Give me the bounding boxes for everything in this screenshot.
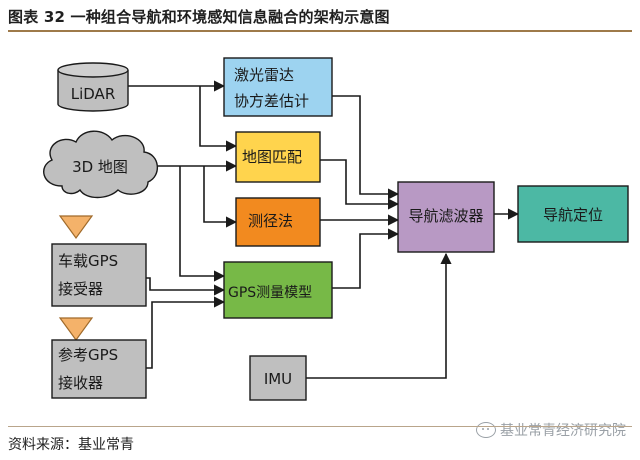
- edge-map-to-gps-model: [179, 166, 226, 282]
- gps-model-box: [223, 261, 333, 319]
- nav-position-label: 导航定位: [543, 206, 603, 224]
- lidar-cylinder-top: [57, 62, 129, 78]
- ranging-label: 测径法: [248, 212, 293, 230]
- nav-filter-label: 导航滤波器: [408, 207, 483, 225]
- reference-gps-antenna-icon: [58, 317, 94, 342]
- edge-vehicle-gps-to-gps-model: [146, 277, 226, 296]
- lidar-estimation-label-line1: 激光雷达: [234, 66, 294, 84]
- edge-lidar-to-map-match: [199, 86, 238, 152]
- map-matching-box: [235, 131, 321, 183]
- lidar-estimation-label-line2: 协方差估计: [234, 92, 309, 110]
- lidar-estimation-box: [223, 57, 333, 117]
- vehicle-gps-label-line2: 接受器: [58, 280, 103, 298]
- connectors: [128, 80, 520, 379]
- lidar-estimation-node: 激光雷达 协方差估计: [223, 57, 333, 117]
- ranging-node: 测径法: [235, 197, 321, 247]
- nav-filter-node: 导航滤波器: [397, 181, 495, 253]
- ranging-box: [235, 197, 321, 247]
- vehicle-gps-antenna-icon: [58, 215, 94, 240]
- lidar-cylinder-body: [57, 70, 129, 112]
- lidar-label: LiDAR: [71, 85, 116, 103]
- imu-node: IMU: [249, 355, 307, 401]
- imu-label: IMU: [264, 370, 292, 388]
- reference-gps-node: 参考GPS 接收器: [51, 317, 147, 399]
- source-rule: [8, 426, 632, 427]
- edge-imu-to-filter: [306, 252, 452, 379]
- nav-filter-box: [397, 181, 495, 253]
- vehicle-gps-box: [51, 243, 147, 307]
- figure-title: 图表 32 一种组合导航和环境感知信息融合的架构示意图: [8, 8, 390, 26]
- vehicle-gps-node: 车载GPS 接受器: [51, 215, 147, 307]
- map3d-cloud-shape: [43, 130, 158, 199]
- map3d-label: 3D 地图: [72, 158, 128, 176]
- vehicle-gps-label-line1: 车载GPS: [58, 252, 118, 270]
- nav-position-node: 导航定位: [517, 185, 629, 243]
- imu-box: [249, 355, 307, 401]
- wechat-icon: [476, 422, 496, 438]
- title-rule: [8, 30, 632, 32]
- reference-gps-box: [51, 339, 147, 399]
- edge-map-to-ranging: [203, 166, 238, 228]
- map-matching-label: 地图匹配: [242, 148, 302, 166]
- watermark: 基业常青经济研究院: [476, 420, 626, 440]
- nav-position-box: [517, 185, 629, 243]
- watermark-text: 基业常青经济研究院: [500, 423, 626, 439]
- reference-gps-label-line1: 参考GPS: [58, 346, 118, 364]
- map-matching-node: 地图匹配: [235, 131, 321, 183]
- gps-model-label: GPS测量模型: [228, 285, 312, 301]
- reference-gps-label-line2: 接收器: [58, 374, 103, 392]
- edge-lidar-est-to-filter: [332, 95, 400, 200]
- map3d-node: 3D 地图: [43, 130, 158, 199]
- edge-map-match-to-filter: [320, 159, 400, 210]
- lidar-node: LiDAR: [57, 62, 129, 112]
- source-note: 资料来源：基业常青: [8, 437, 134, 453]
- edge-gps-model-to-filter: [332, 228, 400, 289]
- edge-ref-gps-to-gps-model: [146, 296, 226, 369]
- gps-model-node: GPS测量模型: [223, 261, 333, 319]
